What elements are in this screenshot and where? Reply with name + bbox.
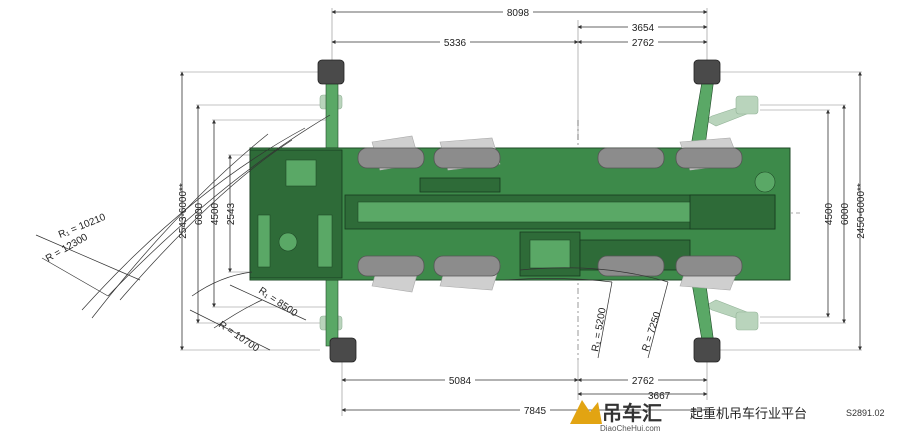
turning-radius-lines: [35, 114, 669, 359]
tires: [357, 135, 743, 293]
tire-4-left: [675, 147, 743, 169]
dim-right-6000: 6000: [840, 202, 851, 225]
dim-bottom-right: 2762: [632, 376, 655, 387]
dim-right-4500: 4500: [824, 202, 835, 225]
outrigger-pad-rear-right: [693, 337, 721, 363]
crane-logo-icon: [570, 400, 602, 424]
radius-r1-8500: R₁ = 8500: [256, 285, 299, 319]
dim-left-outer: 2543-6000**: [178, 183, 189, 239]
tire-2-left: [433, 147, 501, 169]
outrigger-pad-rear-left: [693, 59, 721, 85]
radius-r-7250: R = 7250: [640, 310, 663, 353]
dim-left-4500: 4500: [210, 202, 221, 225]
dim-top-right-lower: 2762: [632, 38, 655, 49]
dim-top-total: 8098: [507, 8, 530, 19]
dim-top-right-upper: 3654: [632, 23, 655, 34]
brand-url: DiaoCheHui.com: [600, 424, 661, 433]
tire-4-right: [675, 255, 743, 277]
tire-2-right: [433, 255, 501, 277]
outriggers: [317, 59, 721, 363]
cab-window: [285, 159, 317, 187]
tire-3-left: [597, 147, 665, 169]
radius-r-10700: R = 10700: [216, 319, 261, 354]
dim-left-2543: 2543: [226, 202, 237, 225]
tire-1-right: [357, 255, 425, 277]
brand-name: 吊车汇: [602, 401, 662, 425]
dim-left-6000: 6000: [194, 202, 205, 225]
radius-r1-5200: R₁ = 5200: [590, 307, 609, 353]
footer-logo: [570, 400, 602, 424]
tire-1-left: [357, 147, 425, 169]
dim-right-outer: 2450-6000**: [856, 183, 867, 239]
dim-top-left: 5336: [444, 38, 467, 49]
dim-bottom-total: 7845: [524, 406, 547, 417]
brand-slogan: 起重机吊车行业平台: [690, 406, 807, 422]
dim-bottom-left: 5084: [449, 376, 472, 387]
dim-bottom-right-extra: 3667: [648, 391, 671, 402]
outrigger-pad-front-left: [317, 59, 345, 85]
outrigger-pad-front-right: [329, 337, 357, 363]
drawing-code: S2891.02: [846, 408, 885, 418]
steering-wheel: [278, 232, 298, 252]
winch: [754, 171, 776, 193]
